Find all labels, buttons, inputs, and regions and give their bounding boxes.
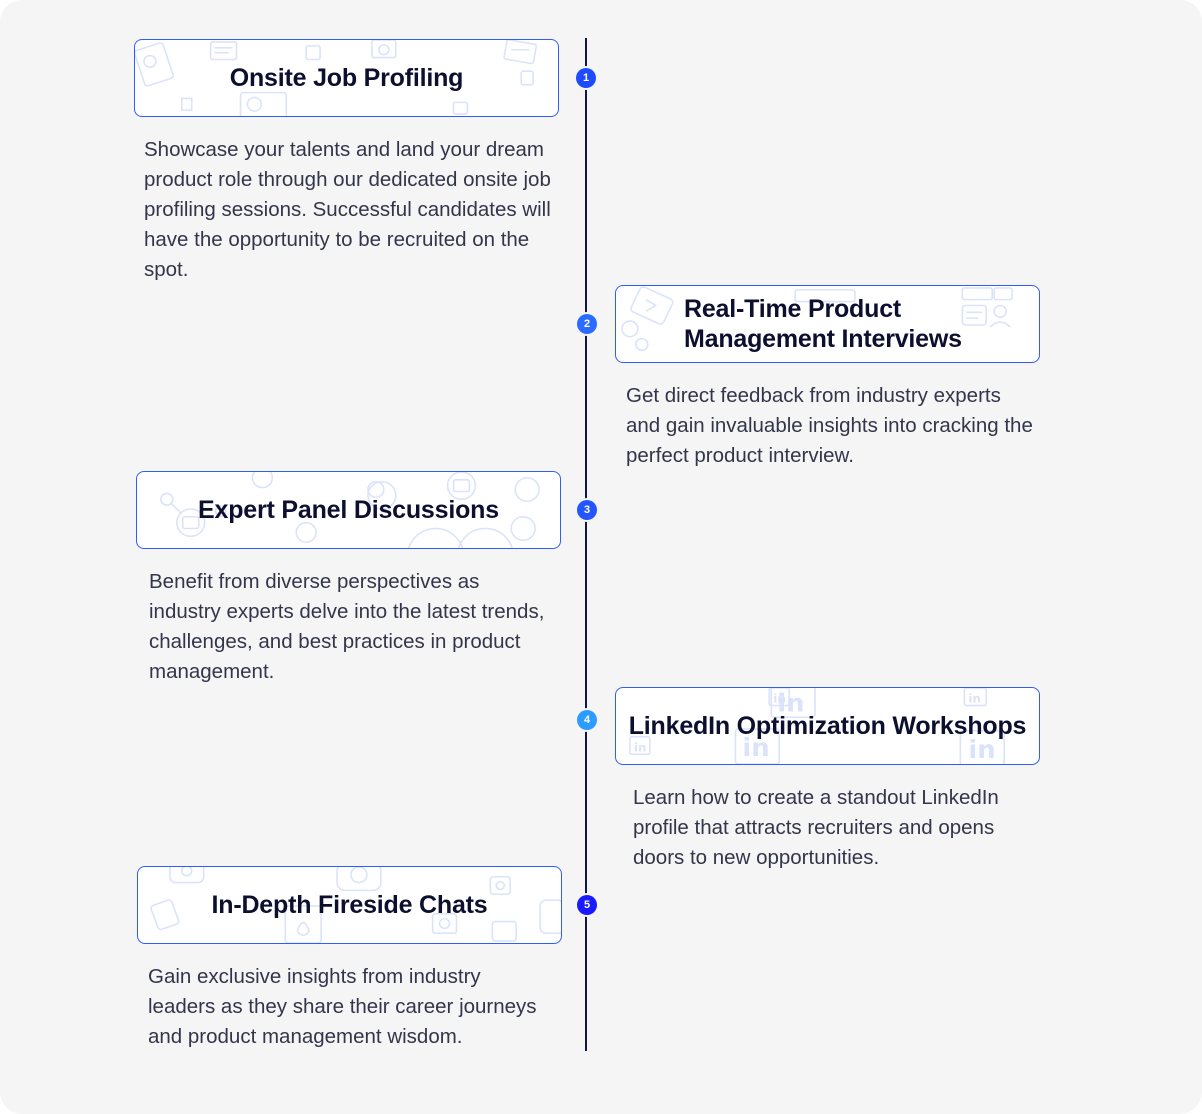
card-title-2: Real-Time Product Management Interviews <box>684 295 962 353</box>
timeline-card-2: Real-Time Product Management Interviews <box>615 285 1040 363</box>
timeline-card-1: Onsite Job Profiling <box>134 39 559 117</box>
timeline-card-4: in in in in in in LinkedIn Optimization … <box>615 687 1040 765</box>
svg-text:in: in <box>968 735 995 764</box>
timeline-card-3: Expert Panel Discussions <box>136 471 561 549</box>
panel-network-icons <box>160 472 540 548</box>
svg-text:in: in <box>777 689 804 719</box>
interview-chat-icons <box>621 286 1013 352</box>
svg-text:in: in <box>634 740 647 754</box>
svg-text:in: in <box>742 733 769 763</box>
card-description-4: Learn how to create a standout LinkedIn … <box>633 786 999 869</box>
profile-document-icons <box>135 40 538 116</box>
linkedin-logo-icons: in in in in in in <box>629 688 1005 764</box>
card-description-2: Get direct feedback from industry expert… <box>626 384 1033 467</box>
card-title-5: In-Depth Fireside Chats <box>211 891 488 919</box>
card-title-1: Onsite Job Profiling <box>229 64 464 92</box>
timeline-card-5: In-Depth Fireside Chats <box>137 866 562 944</box>
svg-text:in: in <box>968 692 981 706</box>
timeline-marker-3: 3 <box>577 500 597 520</box>
timeline-marker-2: 2 <box>577 314 597 334</box>
svg-text:in: in <box>773 692 786 706</box>
card-title-4: LinkedIn Optimization Workshops <box>628 712 1027 740</box>
card-description-3: Benefit from diverse perspectives as ind… <box>149 570 545 683</box>
timeline-line <box>585 38 587 1051</box>
timeline-marker-1: 1 <box>576 68 596 88</box>
timeline-marker-5: 5 <box>577 895 597 915</box>
card-description-1: Showcase your talents and land your drea… <box>144 138 551 281</box>
card-title-3: Expert Panel Discussions <box>198 496 499 524</box>
fireside-chat-icons <box>150 867 561 943</box>
card-description-5: Gain exclusive insights from industry le… <box>148 965 537 1048</box>
timeline-marker-4: 4 <box>577 710 597 730</box>
